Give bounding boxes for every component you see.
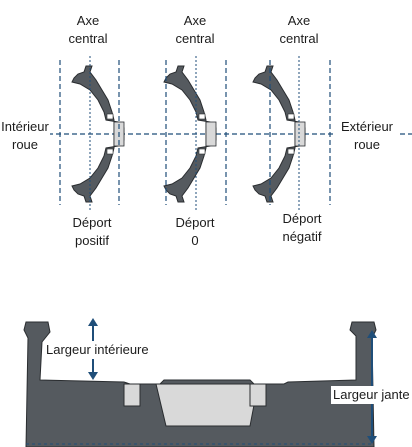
inner-side-label-line-2: roue [11, 137, 39, 152]
outer-side-label-line-1: Extérieur [340, 119, 394, 134]
inner-width-arrow-head-top [88, 318, 98, 326]
rim-width-arrow-head-top [367, 330, 377, 338]
rim-width-arrow-head-bottom [367, 436, 377, 444]
axis-label-wheel-1: Axe central [58, 12, 118, 48]
axis-label-line-2: central [68, 31, 108, 46]
wheel-3 [252, 56, 331, 212]
axis-label-line-2: central [279, 31, 319, 46]
bottom-rim-group [23, 318, 377, 447]
outer-side-label-line-2: roue [353, 137, 381, 152]
inner-side-label-line-1: Intérieur [1, 119, 49, 134]
axis-label-wheel-3: Axe central [269, 12, 329, 48]
offset-label-wheel-2: Déport 0 [165, 214, 225, 250]
top-wheels-group [0, 56, 412, 212]
offset-label-line-2: positif [75, 233, 109, 248]
offset-label-line-1: Déport [175, 215, 215, 230]
offset-label-line-2: négatif [282, 229, 322, 244]
rim-bead-seat-right [249, 383, 267, 407]
outer-side-label: Extérieur roue [336, 118, 398, 154]
axis-label-line-1: Axe [76, 13, 100, 28]
axis-label-line-2: central [175, 31, 215, 46]
axis-label-line-1: Axe [183, 13, 207, 28]
wheel-1 [59, 56, 125, 212]
offset-label-line-2: 0 [191, 233, 199, 248]
offset-label-line-1: Déport [282, 211, 322, 226]
offset-label-wheel-3: Déport négatif [272, 210, 332, 246]
wheel-2 [163, 56, 227, 212]
axis-label-wheel-2: Axe central [165, 12, 225, 48]
offset-label-line-1: Déport [72, 215, 112, 230]
rim-bead-seat-left [123, 383, 141, 407]
axis-label-line-1: Axe [287, 13, 311, 28]
inner-width-arrow-head-bottom [88, 372, 98, 380]
offset-label-wheel-1: Déport positif [62, 214, 122, 250]
rim-centre-drop [155, 383, 259, 427]
inner-width-label: Largeur intérieure [44, 341, 151, 359]
inner-side-label: Intérieur roue [0, 118, 50, 154]
rim-width-label: Largeur jante [331, 386, 412, 404]
